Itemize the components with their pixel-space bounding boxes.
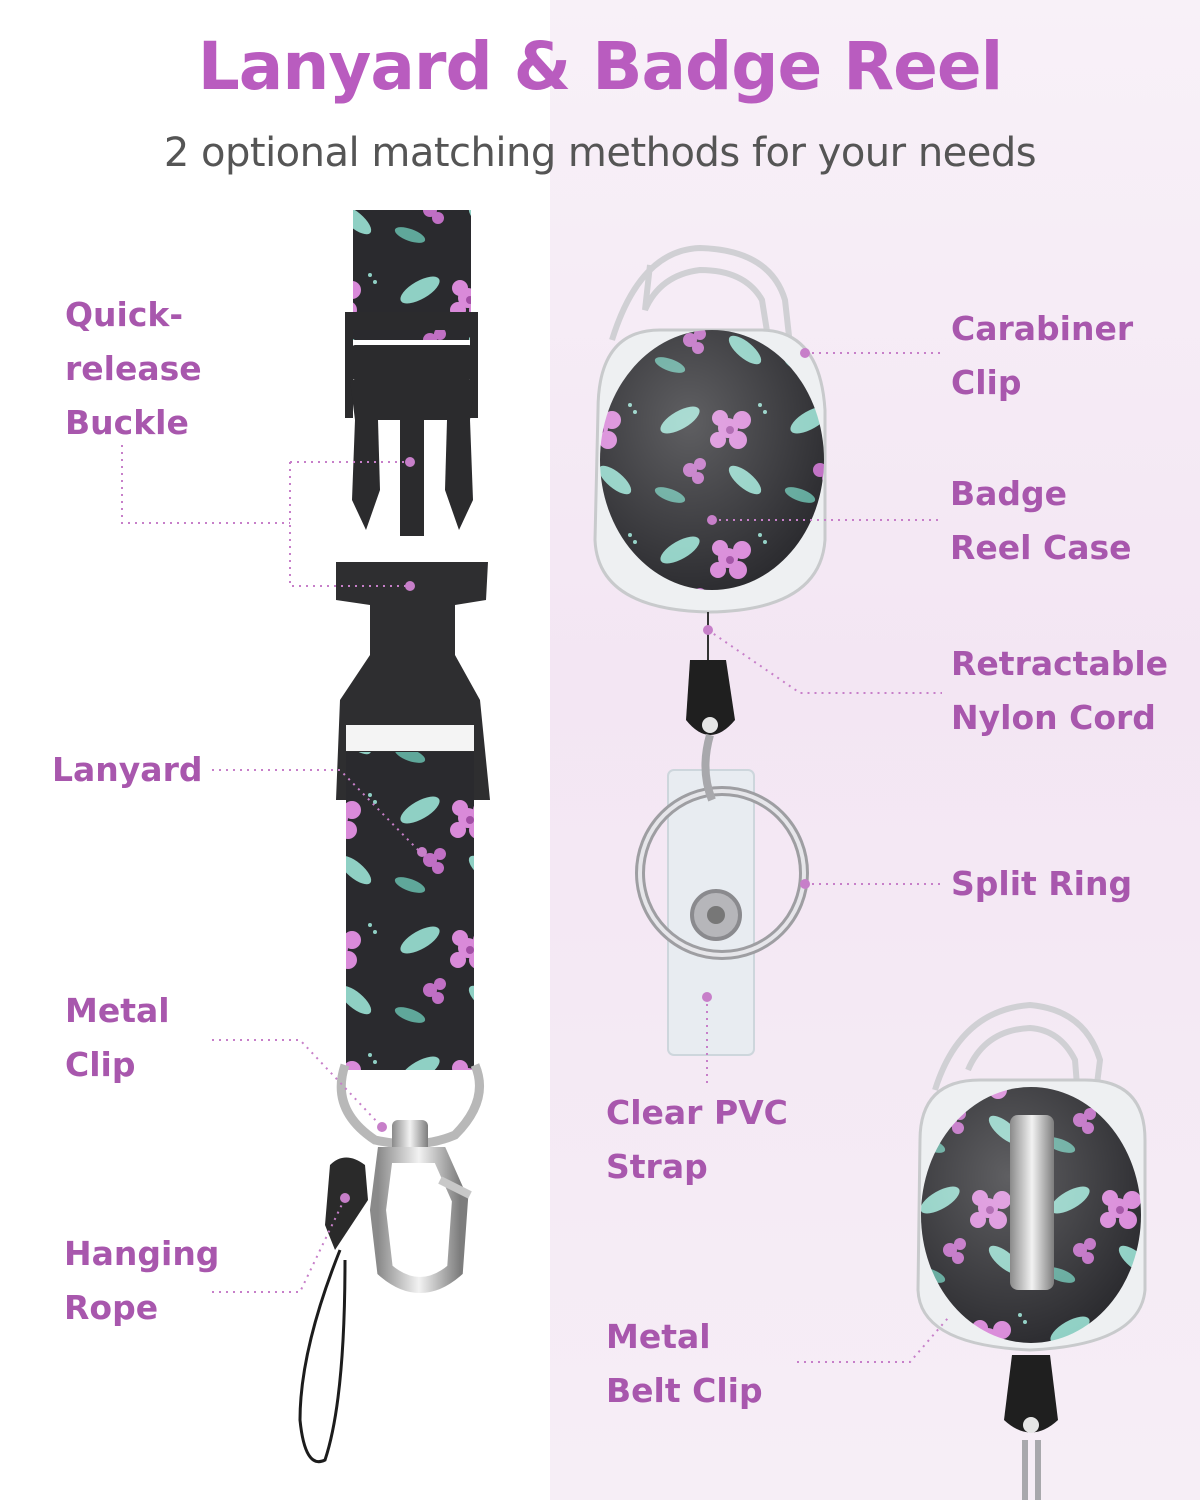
metal-belt-clip [1010, 1115, 1054, 1290]
hanging-rope [298, 1157, 368, 1463]
label-badge-reel-case: Badge Reel Case [950, 474, 1132, 567]
label-clear-pvc-strap: Clear PVC Strap [606, 1093, 788, 1186]
page-subtitle: 2 optional matching methods for your nee… [163, 130, 1037, 176]
cord-end-cap [686, 660, 735, 735]
leader-dots [340, 348, 810, 1203]
page-title: Lanyard & Badge Reel [197, 28, 1003, 105]
leader-lines [121, 352, 949, 1363]
label-hanging-rope: Hanging Rope [64, 1234, 220, 1327]
buckle-slot [346, 725, 474, 751]
label-retractable-nylon-cord: Retractable Nylon Cord [951, 644, 1169, 737]
label-metal-belt-clip: Metal Belt Clip [606, 1317, 763, 1410]
label-carabiner-clip: Carabiner Clip [951, 309, 1134, 402]
lanyard-strap-body [346, 752, 474, 1070]
label-metal-clip: Metal Clip [65, 991, 170, 1084]
belt-clip-reel [916, 1001, 1147, 1500]
label-quick-release-buckle: Quick- release Buckle [65, 295, 202, 442]
buckle-male-part [345, 312, 478, 536]
metal-clip [336, 1063, 484, 1293]
label-lanyard: Lanyard [52, 750, 203, 789]
label-split-ring: Split Ring [951, 864, 1133, 903]
